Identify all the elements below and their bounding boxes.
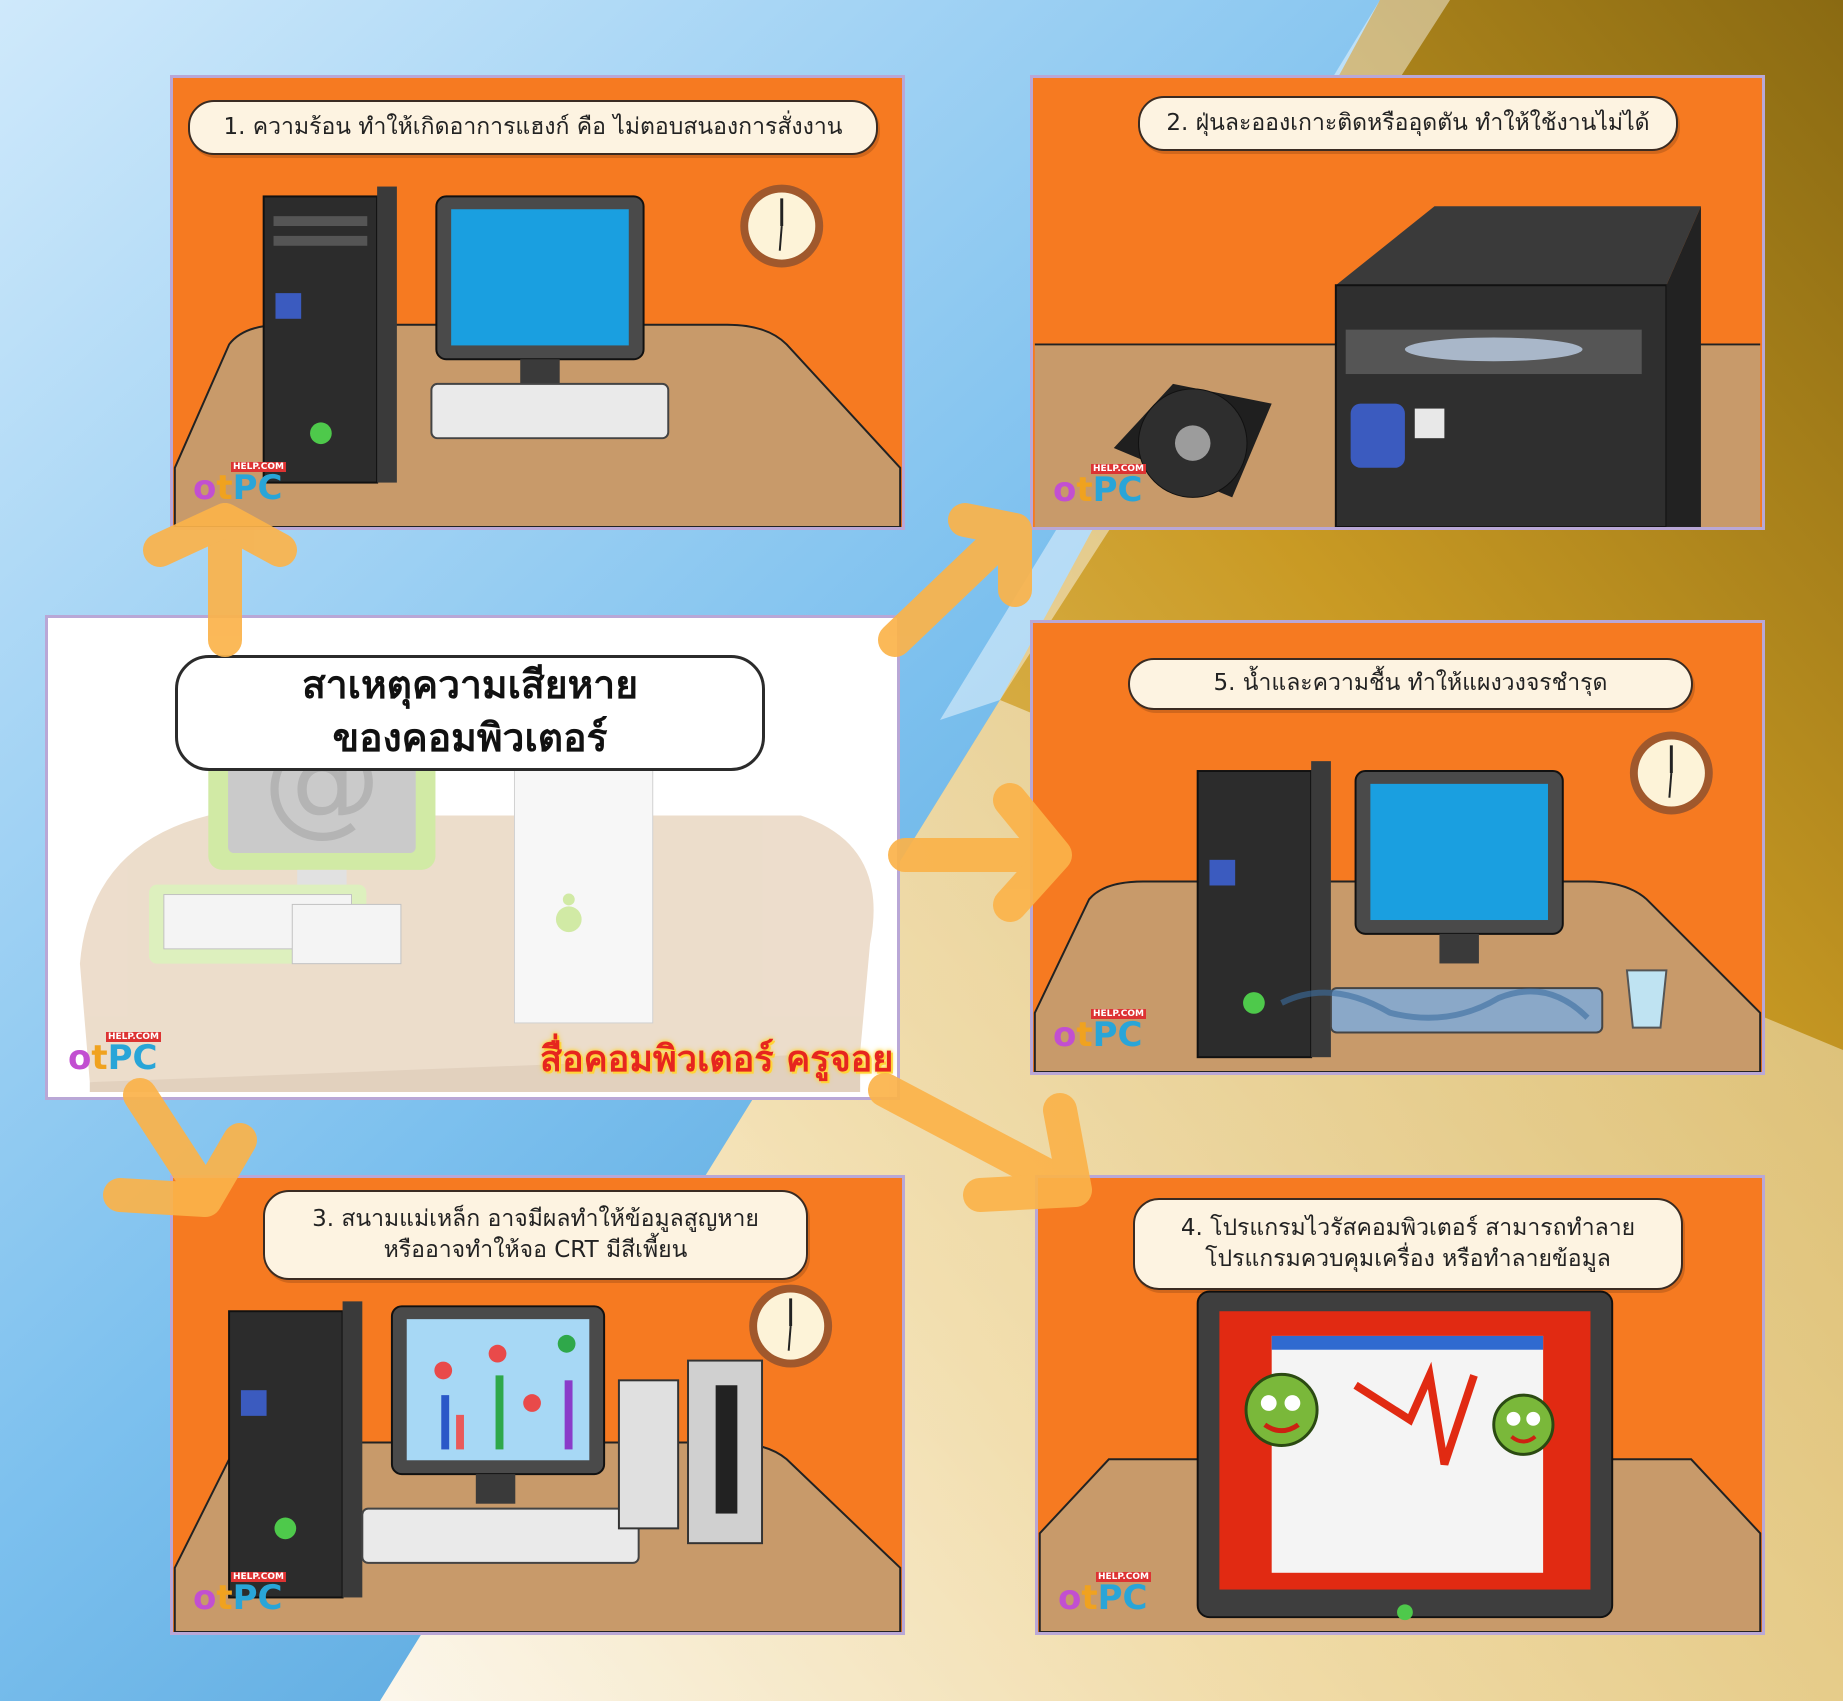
caption-water: 5. น้ำและความชื้น ทำให้แผงวงจรชำรุด [1128, 658, 1693, 710]
dust-scene [1034, 206, 1761, 527]
logo-o: o [193, 468, 217, 508]
logo-pc: PC [232, 1578, 283, 1618]
logo-help-text: HELP.COM [231, 462, 286, 472]
otpc-logo: HELP.COM otPC [193, 462, 286, 508]
caption-dust: 2. ฝุ่นละอองเกาะติดหรืออุดตัน ทำให้ใช้งา… [1138, 96, 1678, 151]
logo-t: t [1076, 1015, 1093, 1055]
logo-pc: PC [1092, 470, 1143, 510]
panel-dust: 2. ฝุ่นละอองเกาะติดหรืออุดตัน ทำให้ใช้งา… [1030, 75, 1765, 530]
logo-t: t [216, 468, 233, 508]
logo-help-text: HELP.COM [1091, 464, 1146, 474]
panel-virus: 4. โปรแกรมไวรัสคอมพิวเตอร์ สามารถทำลาย โ… [1035, 1175, 1765, 1635]
logo-pc: PC [1097, 1578, 1148, 1618]
magnet-scene [173, 1284, 902, 1632]
caption-water-text: 5. น้ำและความชื้น ทำให้แผงวงจรชำรุด [1213, 670, 1608, 697]
caption-heat-text: 1. ความร้อน ทำให้เกิดอาการแฮงก์ คือ ไม่ต… [223, 113, 843, 140]
main-title-bubble: สาเหตุความเสียหาย ของคอมพิวเตอร์ [175, 655, 765, 771]
panel-heat: 1. ความร้อน ทำให้เกิดอาการแฮงก์ คือ ไม่ต… [170, 75, 905, 530]
logo-help-text: HELP.COM [1096, 1572, 1151, 1582]
logo-t: t [216, 1578, 233, 1618]
panel-water: 5. น้ำและความชื้น ทำให้แผงวงจรชำรุด HELP… [1030, 620, 1765, 1075]
caption-magnet-line1: 3. สนามแม่เหล็ก อาจมีผลทำให้ข้อมูลสูญหาย [312, 1205, 759, 1232]
author-signature: สื่อคอมพิวเตอร์ ครูจอย [540, 1039, 894, 1080]
caption-virus: 4. โปรแกรมไวรัสคอมพิวเตอร์ สามารถทำลาย โ… [1133, 1198, 1683, 1290]
otpc-logo: HELP.COM otPC [1053, 1009, 1146, 1055]
virus-scene [1038, 1290, 1762, 1632]
logo-pc: PC [1092, 1015, 1143, 1055]
caption-heat: 1. ความร้อน ทำให้เกิดอาการแฮงก์ คือ ไม่ต… [188, 100, 878, 155]
logo-pc: PC [107, 1038, 158, 1078]
faded-computer-desk: @ [79, 697, 874, 1093]
logo-o: o [1053, 470, 1077, 510]
logo-t: t [1081, 1578, 1098, 1618]
otpc-logo: HELP.COM otPC [68, 1032, 161, 1078]
heat-scene [173, 184, 902, 527]
otpc-logo: HELP.COM otPC [193, 1572, 286, 1618]
logo-o: o [1058, 1578, 1082, 1618]
logo-o: o [193, 1578, 217, 1618]
logo-pc: PC [232, 468, 283, 508]
logo-help-text: HELP.COM [106, 1032, 161, 1042]
water-scene [1033, 731, 1762, 1072]
panel-magnet: 3. สนามแม่เหล็ก อาจมีผลทำให้ข้อมูลสูญหาย… [170, 1175, 905, 1635]
logo-o: o [1053, 1015, 1077, 1055]
logo-t: t [1076, 470, 1093, 510]
caption-virus-line2: โปรแกรมควบคุมเครื่อง หรือทำลายข้อมูล [1205, 1246, 1611, 1272]
main-title-line2: ของคอมพิวเตอร์ [332, 716, 608, 761]
main-title-line1: สาเหตุความเสียหาย [301, 663, 639, 709]
logo-t: t [91, 1038, 108, 1078]
logo-o: o [68, 1038, 92, 1078]
logo-help-text: HELP.COM [231, 1572, 286, 1582]
caption-dust-text: 2. ฝุ่นละอองเกาะติดหรืออุดตัน ทำให้ใช้งา… [1166, 109, 1650, 136]
otpc-logo: HELP.COM otPC [1058, 1572, 1151, 1618]
caption-magnet-line2: หรืออาจทำให้จอ CRT มีสีเพี้ยน [383, 1237, 688, 1263]
otpc-logo: HELP.COM otPC [1053, 464, 1146, 510]
caption-magnet: 3. สนามแม่เหล็ก อาจมีผลทำให้ข้อมูลสูญหาย… [263, 1190, 808, 1280]
logo-help-text: HELP.COM [1091, 1009, 1146, 1019]
caption-virus-line1: 4. โปรแกรมไวรัสคอมพิวเตอร์ สามารถทำลาย [1180, 1214, 1636, 1241]
